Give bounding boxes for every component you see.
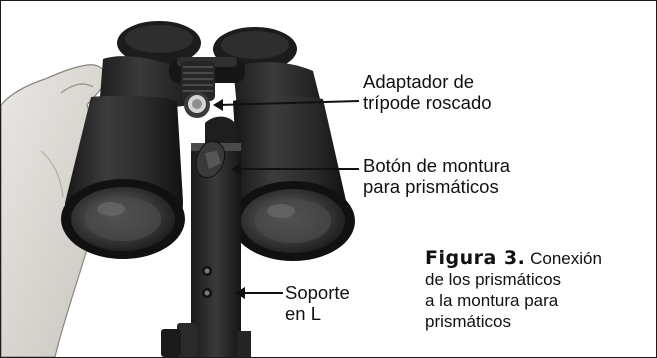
bracket-label-line2: en L: [285, 303, 322, 324]
caption-line4: prismáticos: [425, 312, 511, 331]
bracket-label-line1: Soporte: [285, 282, 350, 303]
binocular-barrels: [61, 95, 355, 261]
figure-caption: Figura 3. Conexión de los prismáticos a …: [425, 248, 653, 332]
mount-button-label-line2: para prismáticos: [363, 176, 499, 197]
mount-button-label-line1: Botón de montura: [363, 155, 511, 176]
bracket-label: Soporte en L: [285, 282, 350, 324]
mount-button-label: Botón de montura para prismáticos: [363, 155, 510, 197]
callout-arrows: [213, 99, 360, 299]
adapter-label-line1: Adaptador de: [363, 71, 475, 92]
l-bracket: [161, 116, 251, 357]
adapter-label-line2: trípode roscado: [363, 92, 492, 113]
adapter-label: Adaptador de trípode roscado: [363, 71, 492, 113]
caption-line1: Conexión: [530, 249, 602, 268]
caption-line3: a la montura para: [425, 291, 559, 310]
figure-number: Figura 3.: [425, 247, 526, 269]
caption-line2: de los prismáticos: [425, 270, 562, 289]
mount-knob-shape: [195, 141, 226, 178]
